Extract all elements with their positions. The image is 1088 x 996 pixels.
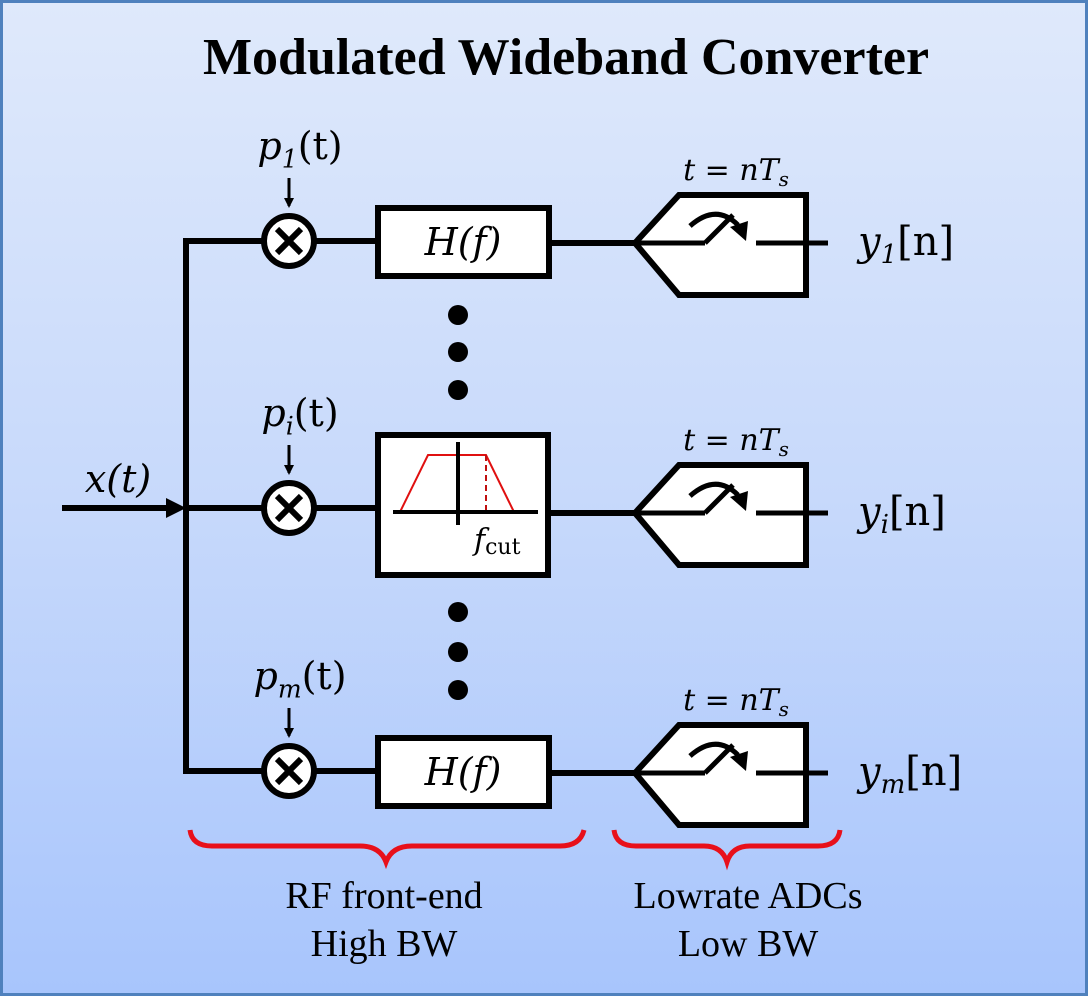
mixer-multiply-icon — [261, 743, 317, 799]
brace-rf-frontend — [187, 829, 587, 870]
output-label-1: y1[n] — [856, 219, 954, 270]
mixer-multiply-icon — [261, 213, 317, 269]
adc-sampler-block — [631, 462, 828, 568]
adcs-bw-label: Low BW — [678, 923, 819, 965]
sampling-time-label: t = nTs — [683, 683, 789, 721]
mixer-label-1: p1(t) — [257, 124, 342, 173]
brace-adcs — [611, 829, 843, 871]
diagram-title: Modulated Wideband Converter — [203, 29, 929, 86]
adcs-label: Lowrate ADCs — [633, 875, 862, 917]
mixer-label-i: pi(t) — [261, 391, 338, 440]
filter-label: H(f) — [424, 750, 502, 794]
switch-arc-icon — [688, 481, 740, 498]
branch-i: pi(t) fcut t = nTs yi[n] — [183, 391, 946, 578]
rf-frontend-bw-label: High BW — [311, 923, 458, 965]
switch-arc-icon — [688, 211, 740, 228]
sampling-time-label: t = nTs — [683, 423, 789, 461]
adc-sampler-block — [631, 192, 828, 298]
output-label-m: ym[n] — [856, 749, 962, 800]
filter-block: H(f) — [375, 205, 552, 279]
filter-label: H(f) — [424, 220, 502, 264]
mixer-label-m: pm(t) — [253, 654, 346, 703]
ellipsis-dots-upper — [448, 305, 468, 400]
switch-arc-icon — [688, 741, 740, 758]
ellipsis-dots-lower — [448, 602, 468, 700]
output-label-i: yi[n] — [856, 489, 946, 540]
input-arrow-icon — [166, 498, 186, 518]
mixer-multiply-icon — [261, 480, 317, 536]
filter-block: H(f) — [375, 735, 552, 809]
branch-1: p1(t) H(f) t = nTs y1[n] — [183, 124, 954, 298]
input-label: x(t) — [85, 457, 151, 501]
rf-frontend-label: RF front-end — [285, 875, 482, 917]
adc-sampler-block — [631, 722, 828, 828]
branch-m: pm(t) H(f) t = nTs ym[n] — [183, 654, 962, 828]
lowpass-filter-block: fcut — [375, 432, 551, 578]
sampling-time-label: t = nTs — [683, 153, 789, 191]
